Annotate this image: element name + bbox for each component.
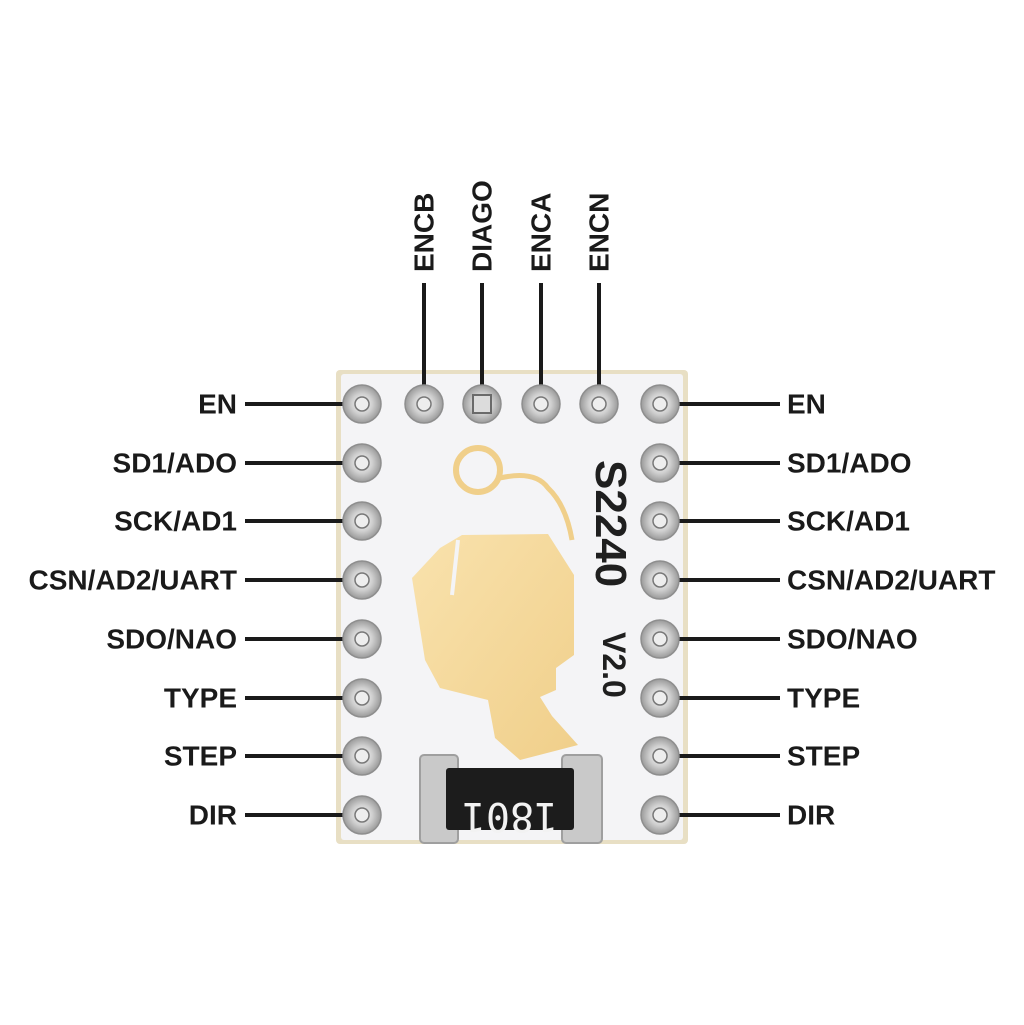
left-pin-4-pad-hole (354, 572, 370, 588)
left-pin-5-pad (342, 619, 382, 659)
right-pin-6-pad-hole (652, 690, 668, 706)
right-pin-2-label-sd1-ado: SD1/ADO (787, 448, 911, 479)
right-pin-5-pad-hole (652, 631, 668, 647)
top-pin-2-label-diago: DIAGO (467, 180, 498, 272)
right-pin-4-pad (640, 560, 680, 600)
top-pin-4-pad-hole (591, 396, 607, 412)
left-pin-2-label-sd1-ado: SD1/ADO (113, 448, 237, 479)
left-pin-8-pad (342, 795, 382, 835)
right-pin-5-label-sdo-nao: SDO/NAO (787, 624, 918, 655)
left-pin-2-pad-hole (354, 455, 370, 471)
right-pin-7-label-step: STEP (787, 741, 860, 772)
top-pin-3-label-enca: ENCA (526, 193, 557, 272)
left-pin-6-label-type: TYPE (164, 683, 237, 714)
left-pin-2-pad (342, 443, 382, 483)
right-pin-1-label-en: EN (787, 389, 826, 420)
top-pin-3-pad (521, 384, 561, 424)
top-pin-2-pad-square (472, 394, 492, 414)
right-pin-6-pad (640, 678, 680, 718)
left-pin-4-label-csn-ad2-uart: CSN/AD2/UART (29, 565, 237, 596)
right-pin-1-pad (640, 384, 680, 424)
left-pin-8-label-dir: DIR (189, 800, 237, 831)
left-pin-5-pad-hole (354, 631, 370, 647)
left-pin-3-pad-hole (354, 513, 370, 529)
left-pin-6-pad-hole (354, 690, 370, 706)
left-pin-1-pad-hole (354, 396, 370, 412)
left-pin-1-label-en: EN (198, 389, 237, 420)
logo-mark (453, 445, 503, 495)
resistor-marking: 1801 (462, 793, 558, 839)
left-pin-1-pad (342, 384, 382, 424)
right-pin-8-label-dir: DIR (787, 800, 835, 831)
left-pin-3-label-sck-ad1: SCK/AD1 (114, 506, 237, 537)
gold-thermal-pad (412, 445, 578, 760)
board-model-label: S2240 (586, 460, 635, 587)
left-pin-8-pad-hole (354, 807, 370, 823)
top-pin-3-pad-hole (533, 396, 549, 412)
right-pin-4-label-csn-ad2-uart: CSN/AD2/UART (787, 565, 995, 596)
left-pin-5-label-sdo-nao: SDO/NAO (106, 624, 237, 655)
left-pin-7-pad-hole (354, 748, 370, 764)
top-pin-1-pad (404, 384, 444, 424)
right-pin-8-pad (640, 795, 680, 835)
right-pin-7-pad (640, 736, 680, 776)
top-pin-2-pad (462, 384, 502, 424)
left-pin-7-label-step: STEP (164, 741, 237, 772)
header-pins (342, 384, 680, 835)
top-pin-1-label-encb: ENCB (409, 193, 440, 272)
right-pin-7-pad-hole (652, 748, 668, 764)
board-version-label: V2.0 (596, 632, 632, 698)
right-pin-2-pad-hole (652, 455, 668, 471)
right-pin-3-pad-hole (652, 513, 668, 529)
left-pin-6-pad (342, 678, 382, 718)
top-pin-4-label-encn: ENCN (584, 193, 615, 272)
top-pin-4-pad (579, 384, 619, 424)
logo-trace (499, 473, 575, 541)
right-pin-3-pad (640, 501, 680, 541)
left-pin-4-pad (342, 560, 382, 600)
resistor-body (446, 768, 574, 830)
top-pin-1-pad-hole (416, 396, 432, 412)
gold-pad-notch (450, 539, 460, 596)
right-pin-1-pad-hole (652, 396, 668, 412)
left-pin-3-pad (342, 501, 382, 541)
left-pin-7-pad (342, 736, 382, 776)
right-pin-2-pad (640, 443, 680, 483)
right-pin-3-label-sck-ad1: SCK/AD1 (787, 506, 910, 537)
right-pin-4-pad-hole (652, 572, 668, 588)
right-pin-5-pad (640, 619, 680, 659)
right-pin-8-pad-hole (652, 807, 668, 823)
right-pin-6-label-type: TYPE (787, 683, 860, 714)
current-sense-resistor: 1801 (419, 754, 603, 844)
